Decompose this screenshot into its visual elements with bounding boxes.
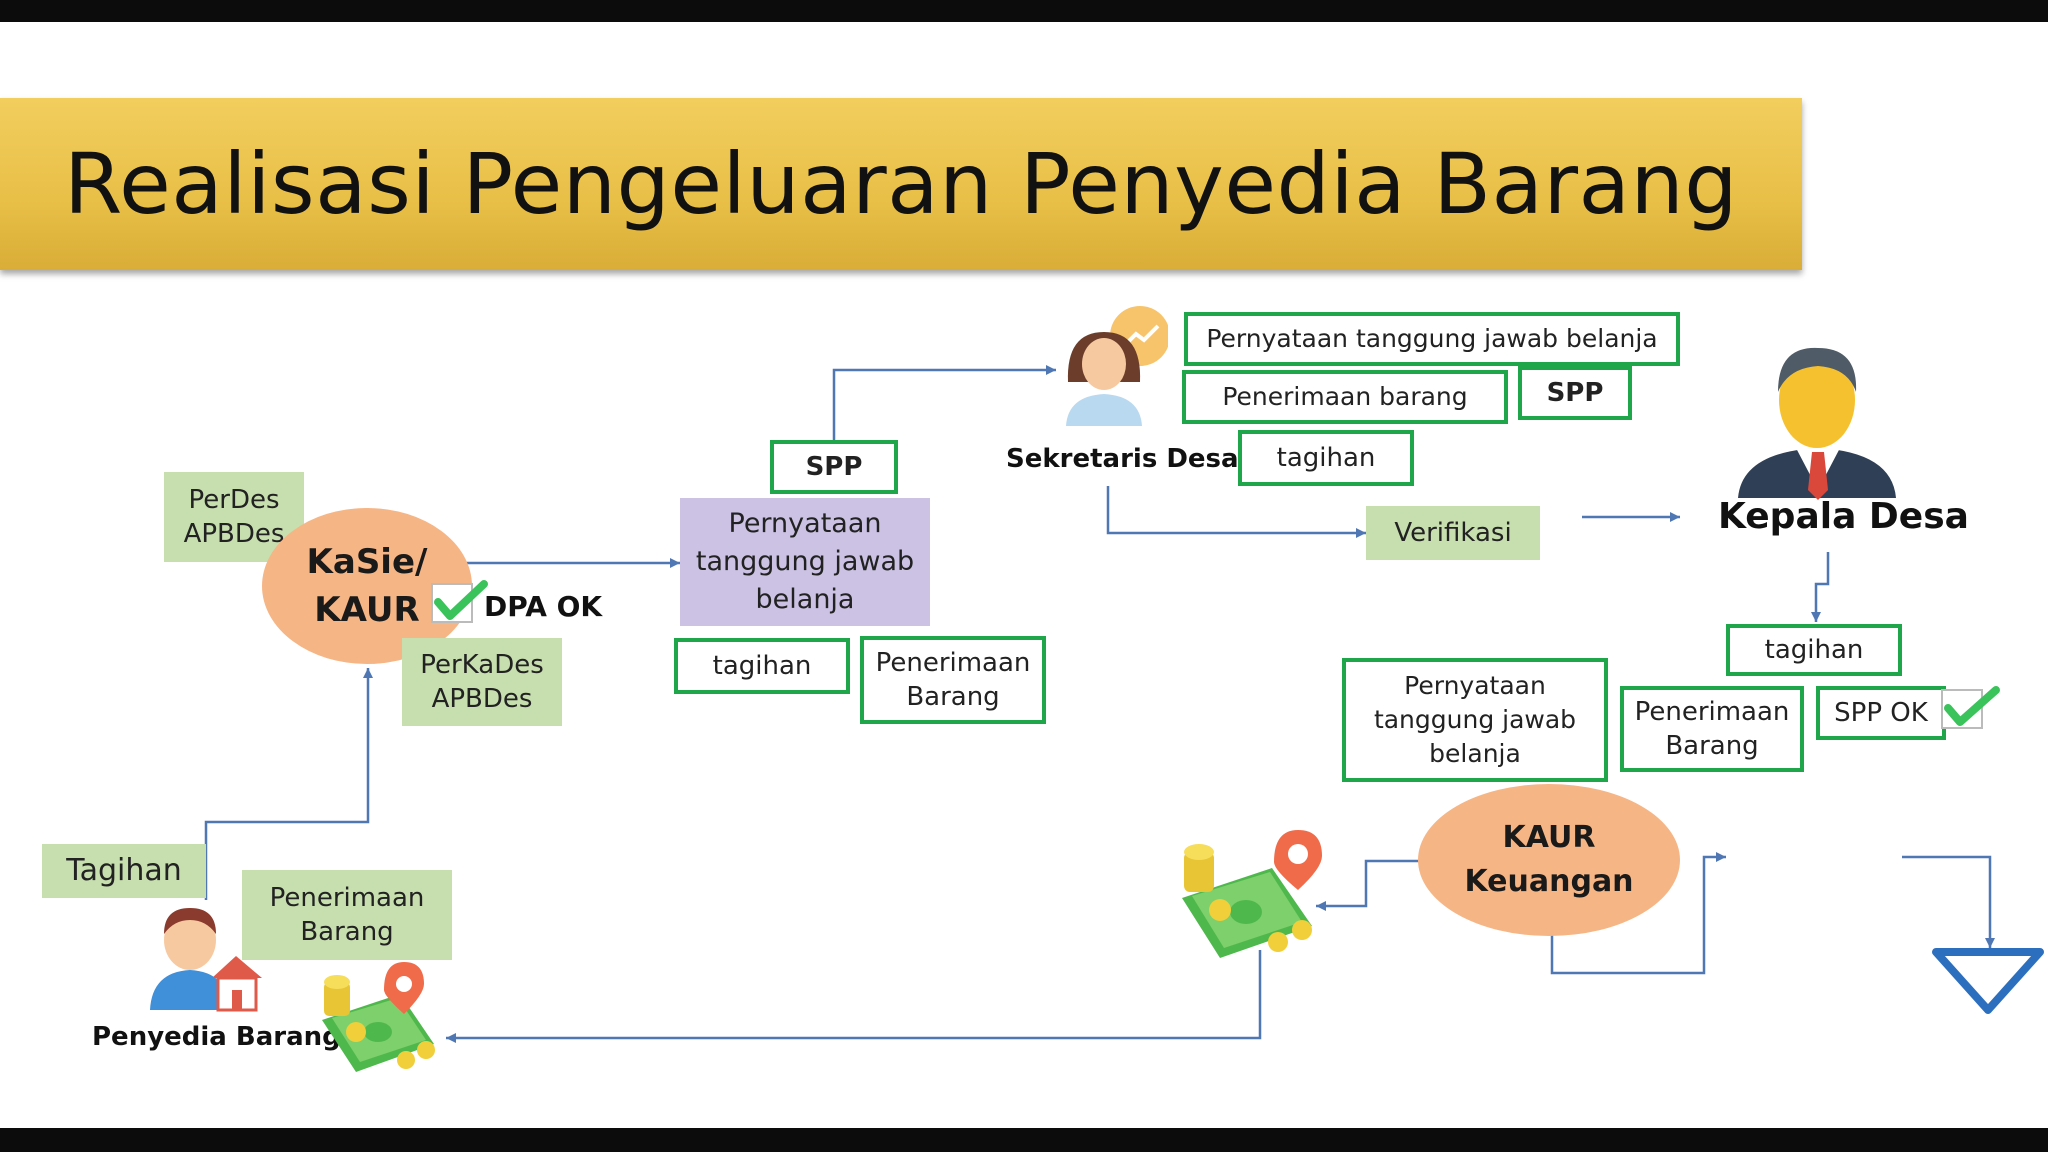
kepala-desa-avatar-icon: [1738, 347, 1896, 500]
kepala-penerimaan-box: Penerimaan Barang: [1620, 686, 1804, 772]
bottom-letterbox: [0, 1128, 2048, 1152]
arrow-kasie-to-pertanggungjawaban: [460, 558, 680, 568]
title-banner: Realisasi Pengeluaran Penyedia Barang: [0, 98, 1802, 270]
pertanggungjawaban-box: Pernyataan tanggung jawab belanja: [680, 498, 930, 626]
perkades-apbdes-box: PerKaDes APBDes: [402, 638, 562, 726]
verifikasi-box: Verifikasi: [1366, 506, 1540, 560]
sekdes-spp-box: SPP: [1518, 366, 1632, 420]
tagihan-box: tagihan: [674, 638, 850, 694]
penyedia-penerimaan-box: Penerimaan Barang: [242, 870, 452, 960]
sekdes-penerimaan-box: Penerimaan barang: [1182, 370, 1508, 424]
arrow-to-next-page: [1902, 855, 1995, 948]
check-icon: [431, 580, 488, 623]
arrow-kepala-to-tagihan: [1811, 552, 1830, 622]
spp-box: SPP: [770, 440, 898, 494]
penyedia-barang-label: Penyedia Barang: [92, 1022, 341, 1052]
sekdes-tagihan-box: tagihan: [1238, 430, 1414, 486]
next-page-triangle-icon: [1932, 948, 2044, 1014]
arrow-money-to-penyedia: [446, 950, 1262, 1043]
arrow-kaur-to-right: [1550, 852, 1726, 975]
penyedia-avatar-icon: [150, 908, 262, 1012]
arrow-sekretaris-to-verifikasi: [1106, 486, 1366, 538]
arrow-kaur-to-money: [1316, 859, 1420, 911]
penyedia-tagihan-box: Tagihan: [42, 844, 206, 898]
spp-ok-box: SPP OK: [1816, 686, 1946, 740]
arrow-tagihan-to-kasie: [204, 668, 373, 900]
penerimaan-barang-box: Penerimaan Barang: [860, 636, 1046, 724]
kepala-pertanggungjawaban-box: Pernyataan tanggung jawab belanja: [1342, 658, 1608, 782]
top-letterbox: [0, 0, 2048, 22]
sekdes-pertanggungjawaban-box: Pernyataan tanggung jawab belanja: [1184, 312, 1680, 366]
money-payment-icon: [1182, 830, 1322, 958]
kepala-desa-label: Kepala Desa: [1718, 496, 1969, 537]
kepala-tagihan-box: tagihan: [1726, 624, 1902, 676]
sekretaris-avatar-icon: [1066, 306, 1168, 426]
kaur-keuangan-node: KAUR Keuangan: [1418, 784, 1680, 936]
dpa-ok-label: DPA OK: [484, 590, 603, 623]
slide-title: Realisasi Pengeluaran Penyedia Barang: [64, 135, 1739, 233]
penyedia-money-icon: [322, 962, 435, 1072]
spp-ok-check-icon: [1941, 686, 2000, 729]
arrow-spp-to-sekretaris: [832, 365, 1056, 440]
sekretaris-desa-label: Sekretaris Desa: [1006, 444, 1239, 474]
